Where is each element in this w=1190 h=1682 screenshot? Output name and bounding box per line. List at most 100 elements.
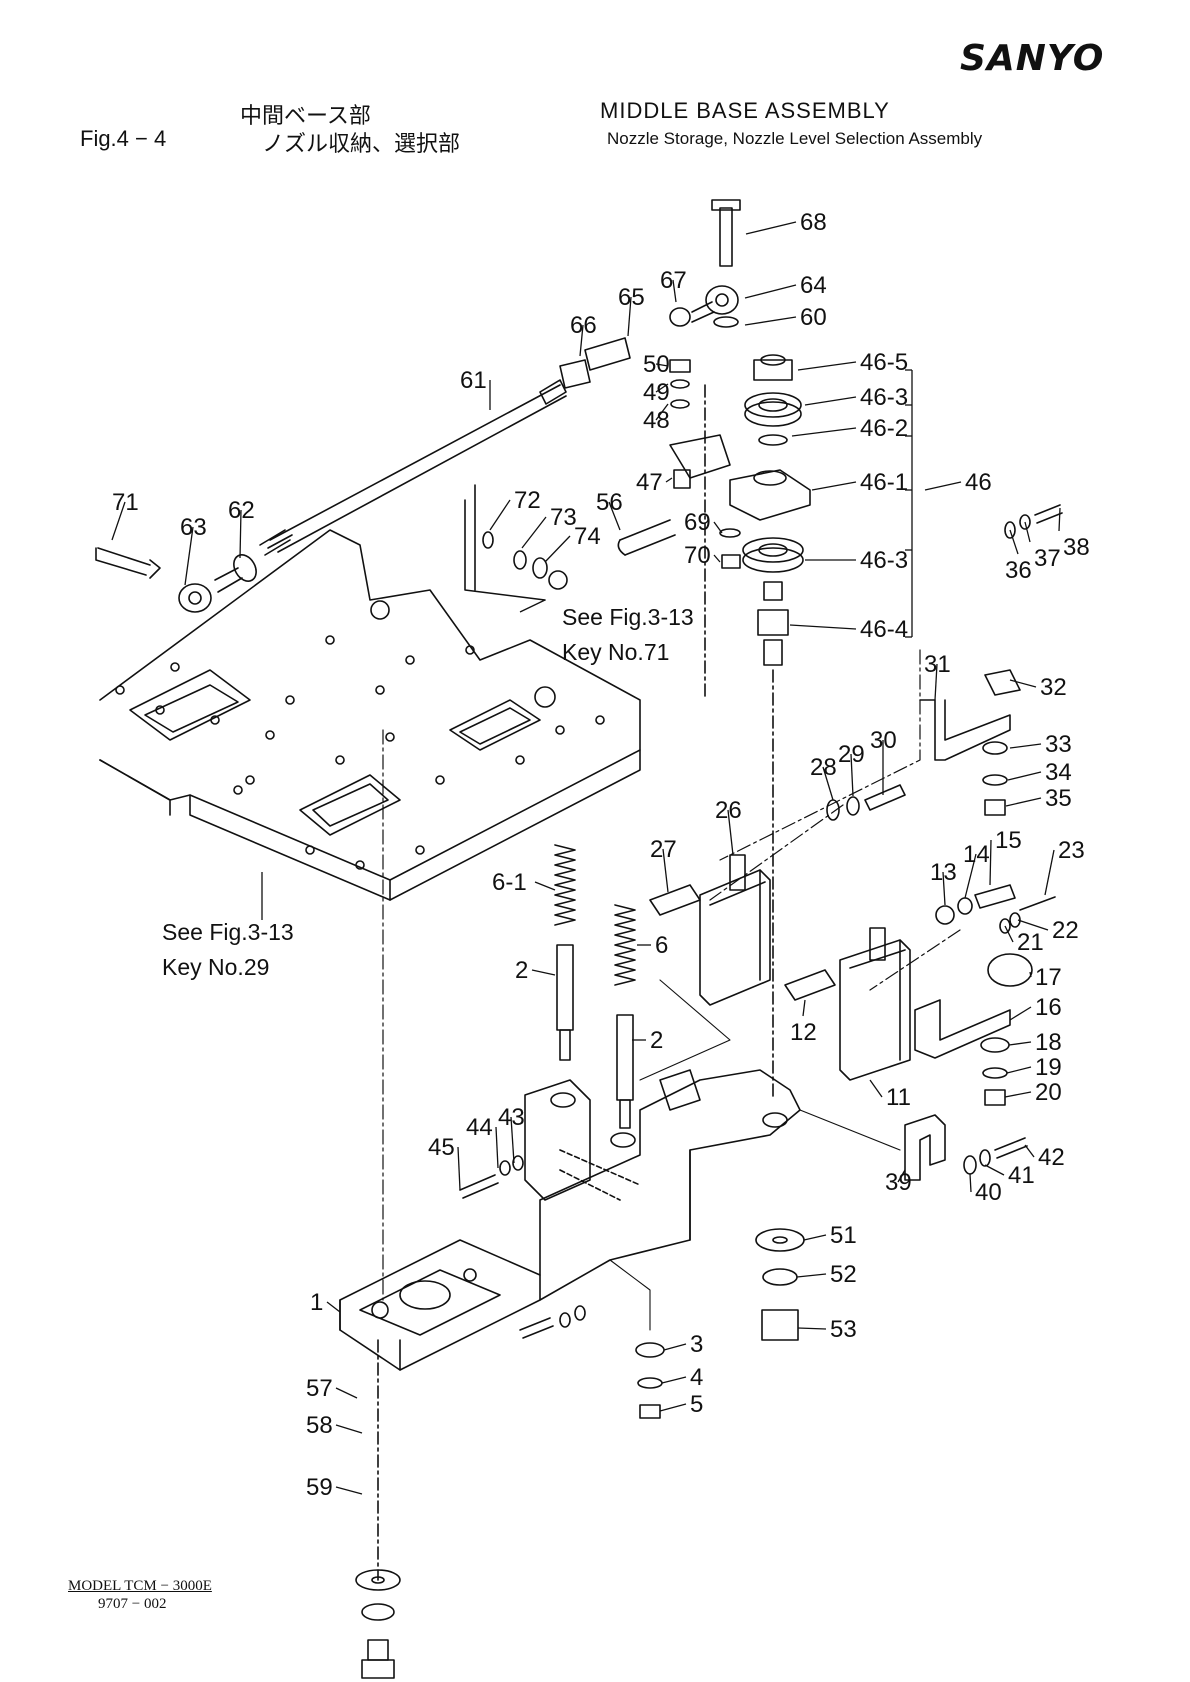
title-japanese: 中間ベース部 [240,104,371,129]
part-number-16: 16 [1035,994,1062,1021]
leader-line-70 [713,554,721,563]
main-base-casting-drawing [339,1069,801,1371]
part-number-70: 70 [684,542,711,569]
leader-line-48 [655,403,669,421]
leader-line-26 [727,809,734,856]
part-number-56: 56 [596,489,623,516]
part-number-65: 65 [618,284,645,311]
leader-line-67 [672,279,677,303]
leader-line-46-5 [797,361,857,371]
leader-line-42 [1024,1144,1035,1158]
leader-line-74 [544,535,571,563]
part-number-72: 72 [514,487,541,514]
part-number-15: 15 [995,827,1022,854]
figure-label: Fig.4 − 4 [80,126,167,151]
lower-hardware-drawing [355,1155,805,1679]
leader-line-14 [964,853,977,899]
leader-line-12 [802,999,806,1017]
leader-line-18 [1008,1041,1032,1046]
part-number-42: 42 [1038,1144,1065,1171]
part-number-12: 12 [790,1019,817,1046]
leader-line-66 [579,324,584,357]
reference-leader-2 [519,599,546,613]
part-number-60: 60 [800,304,827,331]
leader-line-45 [457,1146,461,1191]
reference-note-1-line1: See Fig.3-13 [562,604,694,630]
reference-lines-drawing [464,484,568,601]
part-number-3: 3 [690,1331,703,1358]
part-number-61: 61 [460,367,487,394]
leader-line-19 [1006,1066,1032,1074]
part-number-31: 31 [924,651,951,678]
leader-line-38 [1058,507,1061,532]
leader-line-65 [627,296,632,337]
part-number-63: 63 [180,514,207,541]
leader-line-50 [655,363,669,367]
part-number-37: 37 [1034,545,1061,572]
subtitle-english: Nozzle Storage, Nozzle Level Selection A… [607,129,983,148]
leader-line-64 [744,284,797,299]
part-number-47: 47 [636,469,663,496]
part-number-14: 14 [963,841,990,868]
part-number-64: 64 [800,272,827,299]
part-number-23: 23 [1058,837,1085,864]
leader-line-68 [745,221,797,235]
part-number-66: 66 [570,312,597,339]
part-number-2-b: 2 [650,1027,663,1054]
part-number-53: 53 [830,1316,857,1343]
document-code: 9707 − 002 [98,1596,167,1612]
leader-line-46-3 [804,396,857,406]
part-number-46-4: 46-4 [860,616,908,643]
part-number-35: 35 [1045,785,1072,812]
leader-line-4 [661,1376,687,1384]
leader-line-49 [655,383,669,393]
leader-line-31 [934,663,938,701]
leader-line-46-4 [789,624,857,630]
part-number-46-3: 46-3 [860,384,908,411]
nozzle-holder-stack-drawing [669,354,811,1101]
leader-line-11 [869,1079,883,1098]
leader-line-41 [984,1164,1005,1176]
part-number-49: 49 [643,379,670,406]
part-number-17: 17 [1035,964,1062,991]
leader-line-43 [510,1116,515,1164]
part-number-57: 57 [306,1375,333,1402]
model-number: MODEL TCM − 3000E [68,1578,212,1594]
part-number-6-1: 6-1 [492,869,527,896]
part-number-46-3-b: 46-3 [860,547,908,574]
part-number-48: 48 [643,407,670,434]
part-number-11: 11 [886,1084,911,1111]
part-number-45: 45 [428,1134,455,1161]
bracket-small-parts-drawing [617,359,741,569]
part-number-27: 27 [650,836,677,863]
title-english: MIDDLE BASE ASSEMBLY [600,98,890,123]
leader-line-51 [803,1234,827,1241]
sanyo-logo: SANYO [960,38,1105,79]
part-number-36: 36 [1005,557,1032,584]
leader-line-46 [924,481,962,491]
leader-line-47 [665,477,673,483]
leader-line-57 [335,1387,358,1399]
leader-line-23 [1044,849,1055,896]
part-number-58: 58 [306,1412,333,1439]
part-number-21: 21 [1017,929,1044,956]
guide-blocks-drawing [649,854,911,1081]
part-number-71: 71 [112,489,139,516]
side-brackets-drawing [904,669,1033,1181]
leader-line-35 [1005,797,1042,807]
part-number-46-2: 46-2 [860,415,908,442]
leader-line-72 [489,499,511,531]
part-number-1: 1 [310,1289,323,1316]
part-number-68: 68 [800,209,827,236]
leader-line-21 [1004,925,1014,943]
part-number-46: 46 [965,469,992,496]
part-number-74: 74 [574,523,601,550]
part-number-18: 18 [1035,1029,1062,1056]
right-hardware-drawing [826,504,1063,1175]
part-number-20: 20 [1035,1079,1062,1106]
part-number-39: 39 [885,1169,912,1196]
springs-and-pins-drawing [554,844,636,1129]
part-number-4: 4 [690,1364,703,1391]
